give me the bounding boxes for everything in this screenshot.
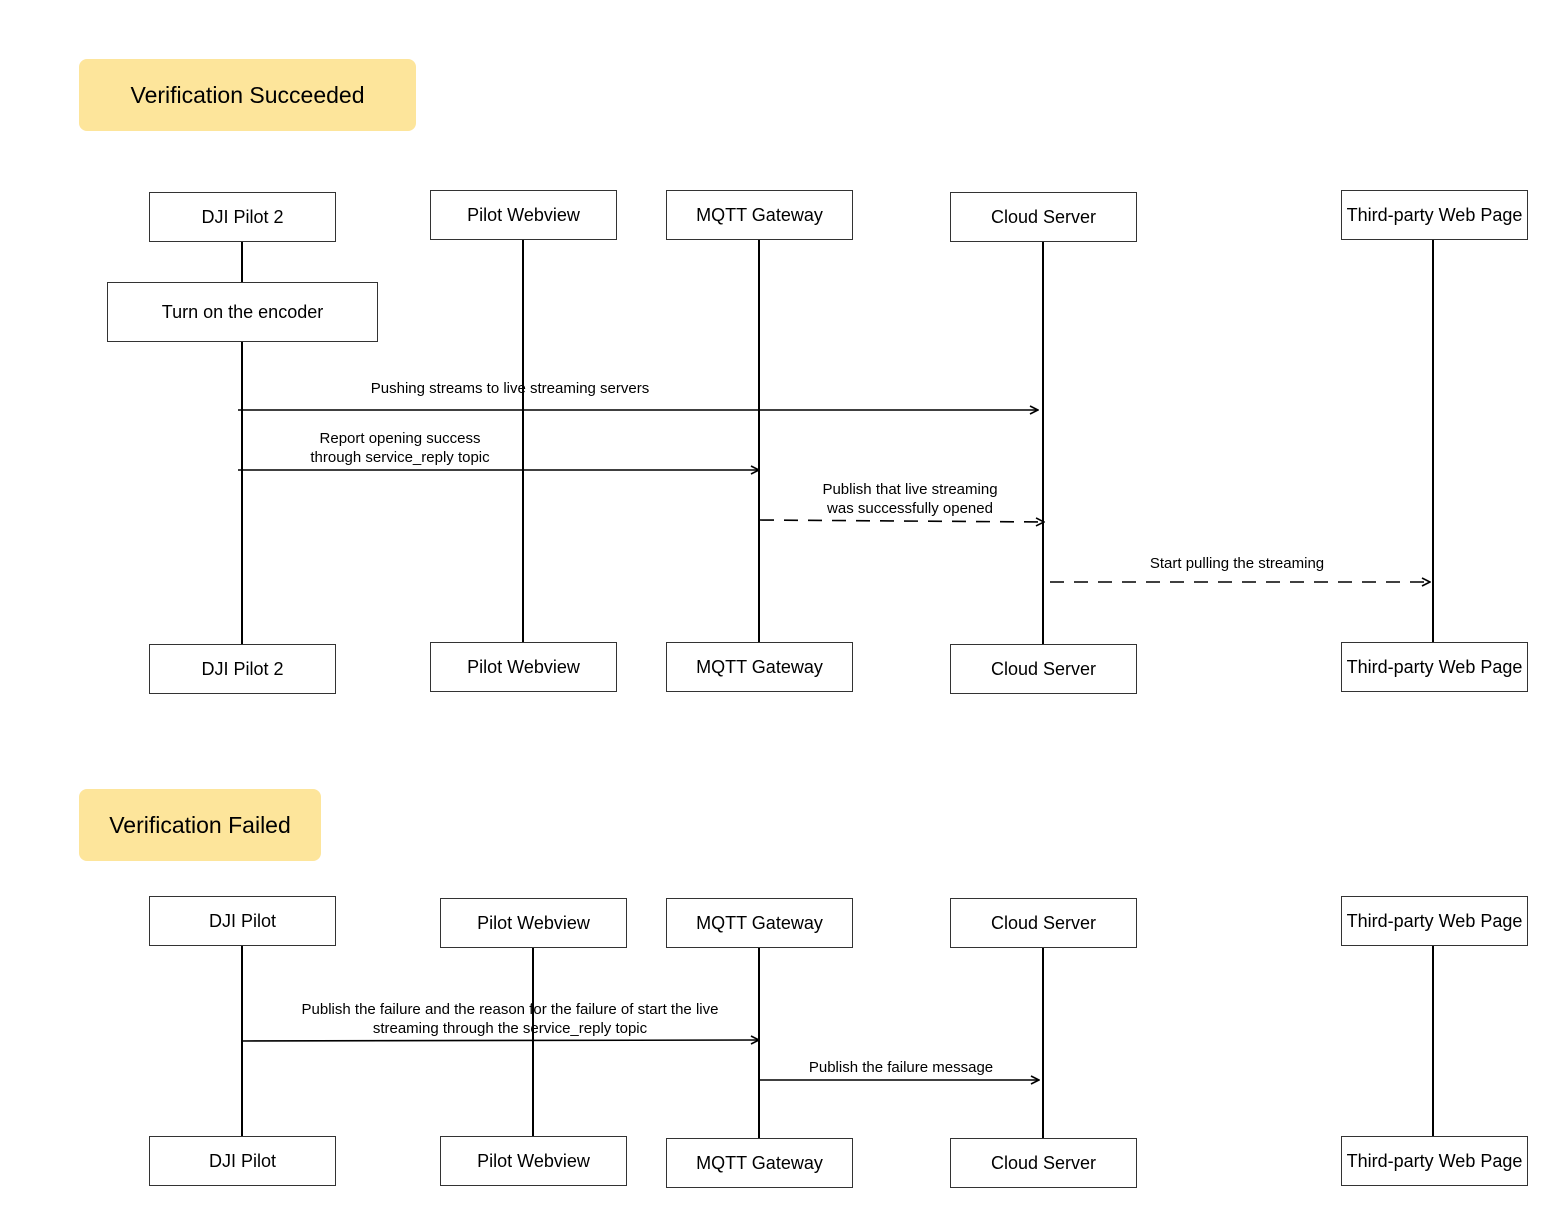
message-arrow-publish-opened	[759, 520, 1044, 522]
participant-cloud-server-bottom: Cloud Server	[950, 644, 1137, 694]
participant-mqtt-gateway-bottom: MQTT Gateway	[666, 642, 853, 692]
message-label-failure-message: Publish the failure message	[808, 1059, 994, 1076]
participant-cloud-server-top: Cloud Server	[950, 192, 1137, 242]
message-label-start-pulling: Start pulling the streaming	[1149, 555, 1325, 572]
messages-failed	[241, 1040, 1039, 1080]
participant-pilot-webview-top: Pilot Webview	[430, 190, 617, 240]
participant-cloud-server-2-top: Cloud Server	[950, 898, 1137, 948]
participant-third-party-bottom: Third-party Web Page	[1341, 642, 1528, 692]
activity-turn-on-encoder: Turn on the encoder	[107, 282, 378, 342]
participant-pilot-webview-2-bottom: Pilot Webview	[440, 1136, 627, 1186]
messages-success	[238, 410, 1430, 582]
section-title-failed: Verification Failed	[79, 789, 321, 861]
participant-third-party-2-top: Third-party Web Page	[1341, 896, 1528, 946]
participant-third-party-2-bottom: Third-party Web Page	[1341, 1136, 1528, 1186]
participant-dji-pilot-2-top: DJI Pilot 2	[149, 192, 336, 242]
participant-dji-pilot-bottom: DJI Pilot	[149, 1136, 336, 1186]
participant-mqtt-gateway-2-bottom: MQTT Gateway	[666, 1138, 853, 1188]
participant-pilot-webview-2-top: Pilot Webview	[440, 898, 627, 948]
participant-dji-pilot-top: DJI Pilot	[149, 896, 336, 946]
participant-dji-pilot-2-bottom: DJI Pilot 2	[149, 644, 336, 694]
participant-mqtt-gateway-2-top: MQTT Gateway	[666, 898, 853, 948]
section-title-succeeded: Verification Succeeded	[79, 59, 416, 131]
participant-pilot-webview-bottom: Pilot Webview	[430, 642, 617, 692]
message-label-publish-opened: Publish that live streaming was successf…	[822, 481, 998, 517]
participant-mqtt-gateway-top: MQTT Gateway	[666, 190, 853, 240]
message-label-report-success: Report opening success through service_r…	[310, 430, 490, 466]
message-label-publish-failure-reason: Publish the failure and the reason for t…	[301, 1001, 719, 1037]
message-arrow-publish-failure-reason	[241, 1040, 759, 1041]
participant-third-party-top: Third-party Web Page	[1341, 190, 1528, 240]
lifelines-success	[241, 240, 1434, 645]
message-label-push-streams: Pushing streams to live streaming server…	[370, 380, 650, 397]
lifelines-failed	[241, 946, 1434, 1139]
participant-cloud-server-2-bottom: Cloud Server	[950, 1138, 1137, 1188]
